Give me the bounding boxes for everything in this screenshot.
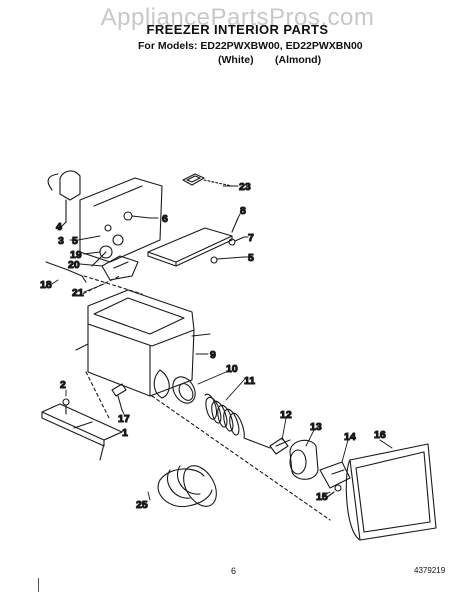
callout-16: 16 [374, 429, 386, 441]
part-12-clip [269, 437, 291, 455]
callout-20: 20 [68, 259, 80, 271]
callout-13: 13 [310, 421, 322, 433]
part-11-spring [204, 393, 271, 449]
part-8-cover [147, 217, 239, 267]
part-5-screw-right [210, 256, 245, 264]
leader-lines [51, 185, 393, 501]
part-10-ring [172, 376, 196, 404]
part-14-bracket [319, 461, 351, 489]
part-9-housing [75, 289, 331, 521]
callout-11: 11 [244, 375, 255, 387]
callout-19: 19 [70, 249, 82, 261]
part-25-coupling [157, 465, 217, 508]
callout-25: 25 [136, 499, 148, 511]
callout-18: 18 [40, 279, 52, 291]
page-number: 6 [231, 566, 237, 576]
part-17-fastener [111, 383, 127, 411]
callout-5-left: 5 [72, 235, 78, 247]
callout-9: 9 [210, 349, 216, 361]
callout-8: 8 [240, 205, 246, 217]
callout-2: 2 [60, 379, 66, 391]
callout-7: 7 [248, 232, 254, 244]
part-1-rail [41, 403, 123, 461]
variant-almond: (Almond) [275, 54, 322, 66]
control-bracket [45, 170, 163, 297]
part-23-gasket [182, 173, 233, 187]
callout-5-right: 5 [248, 252, 254, 264]
callout-10: 10 [226, 363, 238, 375]
callout-4: 4 [56, 221, 62, 233]
corner-mark [38, 578, 39, 592]
page-title: FREEZER INTERIOR PARTS [146, 22, 329, 37]
callout-3: 3 [58, 235, 64, 247]
callout-21: 21 [72, 287, 84, 299]
callout-12: 12 [280, 409, 292, 421]
callout-6: 6 [162, 213, 168, 225]
callout-1: 1 [122, 427, 128, 439]
callout-15: 15 [316, 491, 328, 503]
callout-17: 17 [118, 413, 130, 425]
part-16-front-cover [345, 443, 437, 541]
callout-14: 14 [344, 431, 356, 443]
variant-white: (White) [218, 54, 254, 66]
part-7-screw [228, 236, 245, 246]
part-2-bolt [62, 398, 70, 415]
watermark: AppliancePartsPros.com [100, 4, 375, 31]
document-number: 4379219 [414, 566, 446, 575]
part-15-screw [325, 484, 342, 499]
part-13-motor [289, 439, 319, 480]
models-line: For Models: ED22PWXBW00, ED22PWXBN00 [138, 40, 363, 52]
callout-23: 23 [239, 181, 251, 193]
